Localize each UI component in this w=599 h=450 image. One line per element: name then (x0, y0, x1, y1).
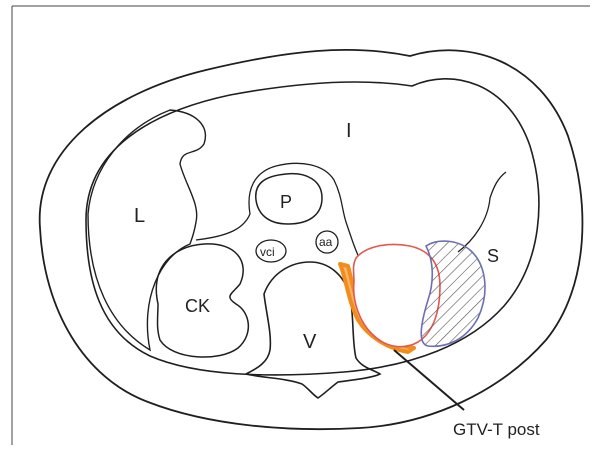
liver-label: L (134, 205, 145, 227)
stomach-boundary (458, 172, 506, 252)
vertebra-label: V (303, 331, 317, 353)
vena-cava-label: vci (260, 245, 275, 259)
body-outer-contour (40, 50, 583, 429)
intestine-label: I (346, 120, 352, 142)
intestine-boundary (196, 163, 362, 264)
gtv-label: GTV-T post (453, 420, 540, 439)
aorta-label: aa (319, 235, 333, 249)
gtv-pointer-line (394, 350, 464, 410)
spleen-label: S (487, 246, 499, 266)
kidney-label: CK (185, 296, 210, 316)
pancreas-label: P (280, 192, 292, 212)
